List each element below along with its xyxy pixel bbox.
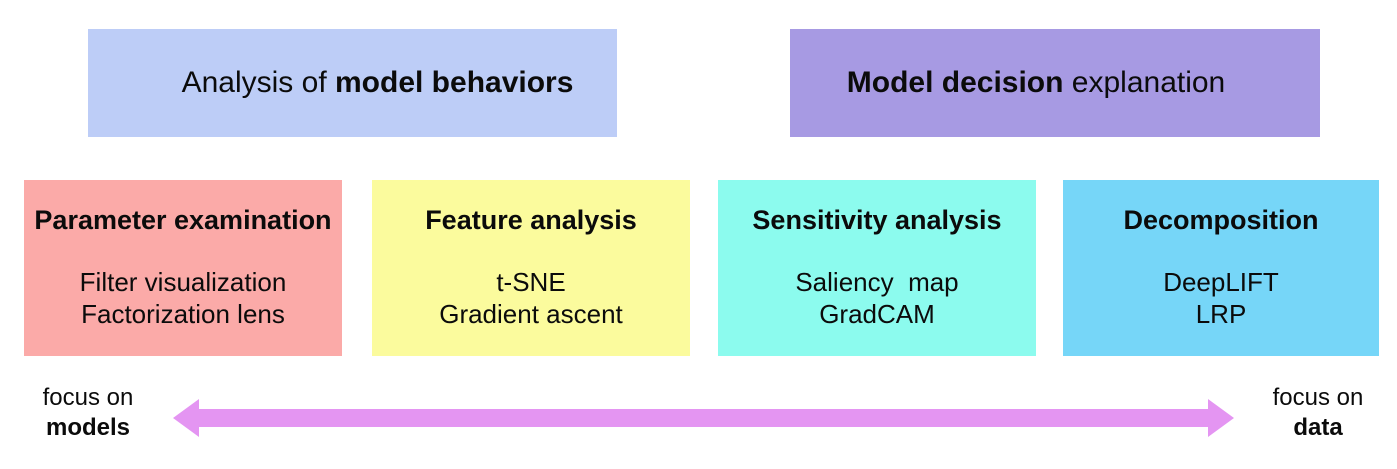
- category-items: DeepLIFT LRP: [1063, 266, 1379, 330]
- group-box-model-decision: Model decision explanation: [790, 29, 1320, 137]
- category-title: Sensitivity analysis: [752, 205, 1002, 235]
- category-title: Parameter examination: [34, 205, 332, 235]
- category-item: LRP: [1195, 299, 1247, 329]
- group-box-model-behaviors: Analysis of model behaviors: [88, 29, 617, 137]
- category-box-feature-analysis: Feature analysis t-SNE Gradient ascent: [372, 180, 690, 356]
- category-item: Factorization lens: [81, 299, 285, 329]
- axis-label-line2: data: [1293, 414, 1343, 441]
- category-item: DeepLIFT: [1163, 267, 1279, 297]
- category-item: GradCAM: [819, 299, 935, 329]
- group-box-model-decision-label: Model decision explanation: [847, 65, 1226, 101]
- label-prefix: Analysis of: [181, 66, 335, 99]
- category-title: Decomposition: [1123, 205, 1319, 235]
- category-items: Saliency map GradCAM: [718, 266, 1036, 330]
- category-box-parameter-examination: Parameter examination Filter visualizati…: [24, 180, 342, 356]
- category-item: Filter visualization: [79, 267, 287, 297]
- category-item: Saliency map: [795, 267, 959, 297]
- double-arrow-shape: [173, 399, 1234, 437]
- category-items: t-SNE Gradient ascent: [372, 266, 690, 330]
- axis-label-line1: focus on: [1272, 384, 1364, 411]
- category-box-sensitivity-analysis: Sensitivity analysis Saliency map GradCA…: [718, 180, 1036, 356]
- axis-label-focus-on-models: focus on models: [23, 383, 153, 443]
- category-title: Feature analysis: [425, 205, 637, 235]
- axis-label-focus-on-data: focus on data: [1253, 383, 1383, 443]
- label-bold: model behaviors: [335, 66, 574, 99]
- category-items: Filter visualization Factorization lens: [24, 266, 342, 330]
- axis-label-line1: focus on: [42, 384, 134, 411]
- category-item: t-SNE: [496, 267, 566, 297]
- label-bold: Model decision: [846, 66, 1064, 99]
- label-suffix: explanation: [1063, 66, 1226, 99]
- group-box-model-behaviors-label: Analysis of model behaviors: [182, 65, 574, 101]
- category-box-decomposition: Decomposition DeepLIFT LRP: [1063, 180, 1379, 356]
- double-arrow-icon: [173, 399, 1234, 437]
- axis-label-line2: models: [45, 414, 131, 441]
- category-item: Gradient ascent: [439, 299, 623, 329]
- models-data-axis-arrow: [173, 398, 1234, 438]
